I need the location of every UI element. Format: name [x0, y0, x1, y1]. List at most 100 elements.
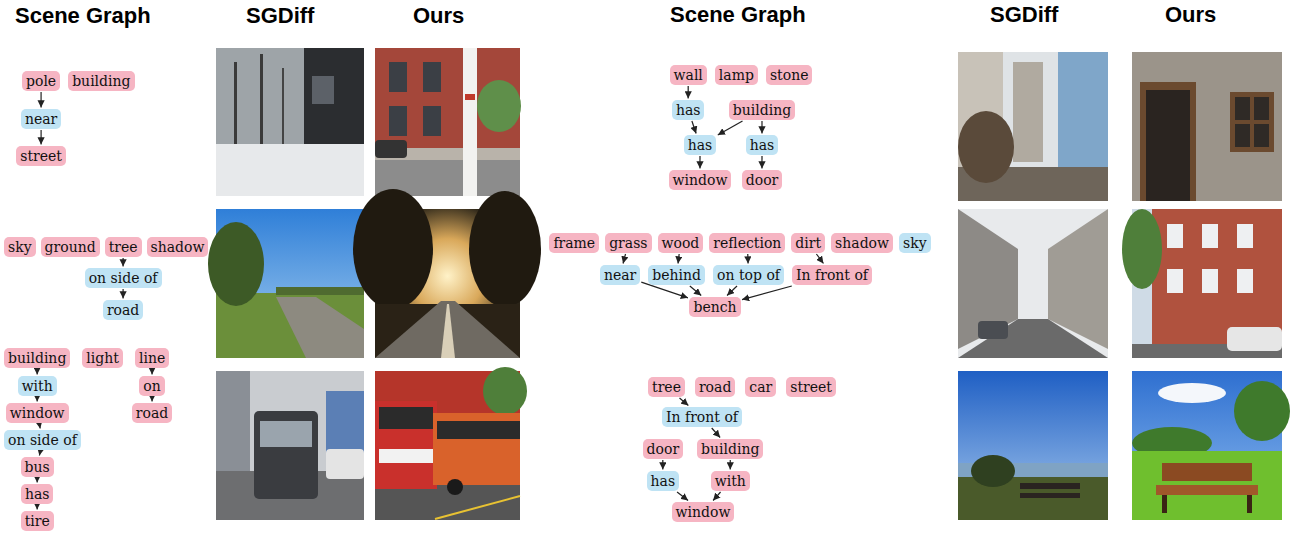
object-node: pole — [22, 71, 60, 91]
photo-grass — [1132, 451, 1282, 520]
node-label: street — [20, 148, 62, 164]
node-label: behind — [652, 267, 701, 283]
photo-window — [1202, 224, 1218, 248]
relation-arrow — [677, 492, 688, 501]
ours-image — [375, 48, 521, 196]
photo-pole-mark — [465, 94, 475, 100]
photo-road — [375, 301, 520, 358]
photo-window — [1237, 224, 1253, 248]
node-label: bus — [25, 459, 50, 475]
object-node: shadow — [147, 237, 209, 257]
relation-node: on side of — [4, 430, 81, 450]
node-label: road — [136, 405, 168, 421]
node-label: has — [25, 486, 50, 502]
photo-window-pane — [1254, 124, 1269, 147]
relation-arrow — [122, 258, 123, 267]
photo-window — [389, 62, 407, 92]
relation-arrow — [692, 121, 696, 134]
photo-door-frame — [1140, 82, 1196, 201]
sgdiff-image — [216, 48, 364, 196]
node-label: bench — [693, 299, 736, 315]
relation-node: behind — [648, 265, 705, 285]
relation-node: has — [647, 471, 680, 491]
photo-road — [958, 319, 1108, 358]
photo-car — [1227, 327, 1282, 351]
relation-node: near — [21, 109, 61, 129]
photo-road-line — [441, 304, 455, 358]
object-node: window — [6, 403, 69, 423]
relation-arrow — [662, 460, 663, 470]
node-label: tree — [109, 239, 138, 255]
node-label: dirt — [795, 235, 821, 251]
object-node: wall — [670, 65, 707, 85]
node-label: building — [733, 102, 791, 118]
relation-node: on side of — [85, 268, 162, 288]
relation-arrow — [122, 289, 123, 299]
relation-node: with — [18, 376, 57, 396]
column-header: Ours — [1165, 2, 1216, 28]
ours-image — [1132, 52, 1282, 201]
photo-building — [375, 48, 520, 158]
photo-tree — [1122, 209, 1162, 289]
column-header: SGDiff — [246, 3, 314, 29]
relation-node: has — [672, 100, 705, 120]
photo-bench-back — [1162, 463, 1252, 481]
photo-road-line — [435, 496, 520, 519]
photo-car — [326, 449, 364, 479]
photo-tree — [282, 68, 284, 146]
node-label: on top of — [717, 267, 780, 283]
relation-arrow — [623, 254, 625, 264]
relation-arrow — [718, 121, 743, 135]
column-header: Scene Graph — [670, 2, 806, 28]
node-label: tree — [652, 379, 681, 395]
photo-tree — [469, 191, 541, 307]
relation-arrow — [690, 286, 701, 296]
photo-window — [423, 62, 441, 92]
object-node: ground — [41, 237, 100, 257]
object-node: with — [711, 471, 750, 491]
photo-tree — [353, 189, 433, 309]
object-node: reflection — [709, 233, 785, 253]
photo-window — [1167, 269, 1183, 293]
object-node: stone — [766, 65, 813, 85]
node-label: stone — [770, 67, 809, 83]
photo-road — [276, 297, 364, 358]
ours-image — [375, 367, 527, 520]
photo-door — [1146, 90, 1190, 201]
object-node: dirt — [791, 233, 825, 253]
column-header: SGDiff — [990, 2, 1058, 28]
relation-arrow — [747, 254, 749, 264]
photo-sky — [958, 371, 1108, 520]
node-label: building — [701, 441, 759, 457]
object-node: window — [669, 170, 732, 190]
photo-bench — [1020, 483, 1080, 489]
object-node: shadow — [831, 233, 893, 253]
photo-tree — [1234, 381, 1290, 441]
node-label: building — [72, 73, 130, 89]
photo-bus-window — [379, 407, 433, 429]
ours-image — [353, 189, 541, 358]
photo-tree — [483, 367, 527, 415]
photo-pole — [463, 48, 477, 196]
photo-bus — [375, 401, 437, 489]
node-label: building — [8, 350, 66, 366]
relation-node: road — [103, 300, 143, 320]
relation-arrow — [730, 460, 731, 470]
relation-arrow — [712, 428, 720, 438]
photo-sky — [958, 52, 1108, 201]
relation-arrow — [40, 92, 41, 108]
relation-arrow — [40, 130, 41, 145]
photo-tree — [234, 62, 237, 146]
node-label: light — [86, 350, 119, 366]
photo-debris — [958, 111, 1014, 183]
node-label: has — [688, 137, 713, 153]
node-label: on side of — [8, 432, 77, 448]
relation-arrow — [727, 286, 737, 296]
photo-window-pane — [1235, 97, 1250, 120]
photo-bus-window — [437, 421, 520, 439]
object-node: building — [68, 71, 134, 91]
node-label: sky — [8, 239, 32, 255]
node-label: shadow — [151, 239, 205, 255]
relation-node: sky — [899, 233, 931, 253]
relation-node: near — [600, 265, 640, 285]
